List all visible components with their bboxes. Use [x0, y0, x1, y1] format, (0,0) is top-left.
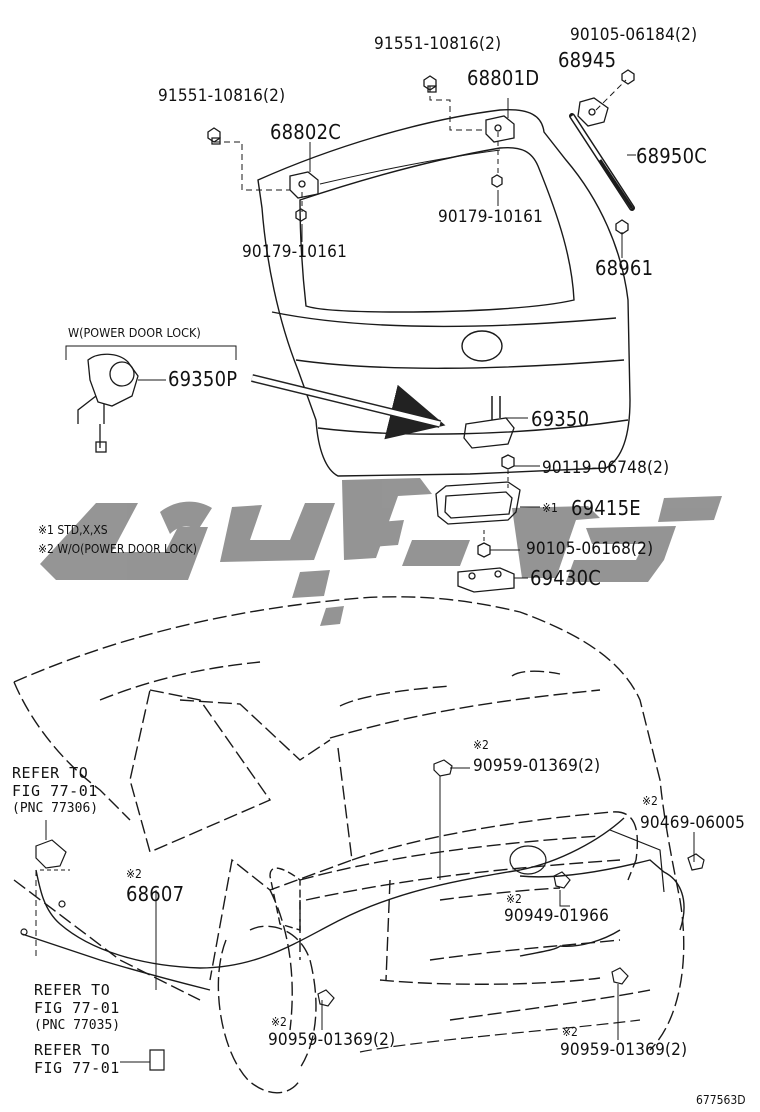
- mark-2e: ※2: [271, 1015, 287, 1029]
- car-details: [359, 829, 665, 1053]
- car-body-outline: [13, 596, 685, 1094]
- label-90959-a: 90959-01369(2): [473, 756, 601, 776]
- label-90959-c: 90959-01369(2): [560, 1040, 688, 1060]
- mark-2c: ※2: [126, 867, 142, 881]
- leader-lines-bottom: [35, 767, 695, 1063]
- power-door-lock-header: W(POWER DOOR LOCK): [68, 325, 201, 340]
- label-91551-left: 91551-10816(2): [158, 86, 286, 106]
- footnote-2: ※2 W/O(POWER DOOR LOCK): [38, 542, 197, 556]
- refer-to-3-line2: FIG 77-01: [34, 1059, 120, 1077]
- refer-to-77306-pnc: (PNC 77306): [12, 801, 99, 816]
- label-68950C: 68950C: [636, 144, 707, 168]
- refer-to-77035-pnc: (PNC 77035): [34, 1018, 121, 1033]
- mark-2a: ※2: [473, 738, 489, 752]
- label-69415E: 69415E: [571, 496, 641, 520]
- label-90959-b: 90959-01369(2): [268, 1030, 396, 1050]
- part-sketches: [77, 69, 635, 593]
- label-68802C: 68802C: [270, 120, 341, 144]
- label-90105-mid: 90105-06168(2): [526, 539, 654, 559]
- label-90949: 90949-01966: [504, 906, 610, 926]
- label-90179-right: 90179-10161: [438, 207, 544, 227]
- label-90469: 90469-06005: [640, 813, 746, 833]
- refer-to-77306-line1: REFER TO: [12, 764, 89, 782]
- label-68945: 68945: [558, 48, 617, 72]
- label-90119: 90119-06748(2): [542, 458, 670, 478]
- label-69350P: 69350P: [168, 367, 238, 391]
- mark-1: ※1: [542, 501, 558, 515]
- label-68607: 68607: [126, 882, 185, 906]
- refer-to-77035-line2: FIG 77-01: [34, 999, 120, 1017]
- refer-to-3-line1: REFER TO: [34, 1041, 111, 1059]
- cable-harness: [21, 817, 685, 991]
- back-door-panel: [257, 109, 631, 477]
- label-91551-top: 91551-10816(2): [374, 34, 502, 54]
- label-68801D: 68801D: [467, 66, 540, 90]
- mark-2b: ※2: [642, 794, 658, 808]
- mark-2f: ※2: [562, 1025, 578, 1039]
- footnote-1: ※1 STD,X,XS: [38, 523, 108, 537]
- label-68961: 68961: [595, 256, 654, 280]
- refer-to-77035-line1: REFER TO: [34, 981, 111, 999]
- label-90105-top: 90105-06184(2): [570, 25, 698, 45]
- diagram-code: 677563D: [696, 1093, 746, 1107]
- watermark-logo: [40, 478, 722, 626]
- label-90179-left: 90179-10161: [242, 242, 348, 262]
- cable-clips: [20, 759, 705, 1071]
- label-69430C: 69430C: [530, 566, 601, 590]
- refer-to-77306-line2: FIG 77-01: [12, 782, 98, 800]
- mark-2d: ※2: [506, 892, 522, 906]
- leader-lines-top: [65, 79, 636, 579]
- label-69350: 69350: [531, 407, 590, 431]
